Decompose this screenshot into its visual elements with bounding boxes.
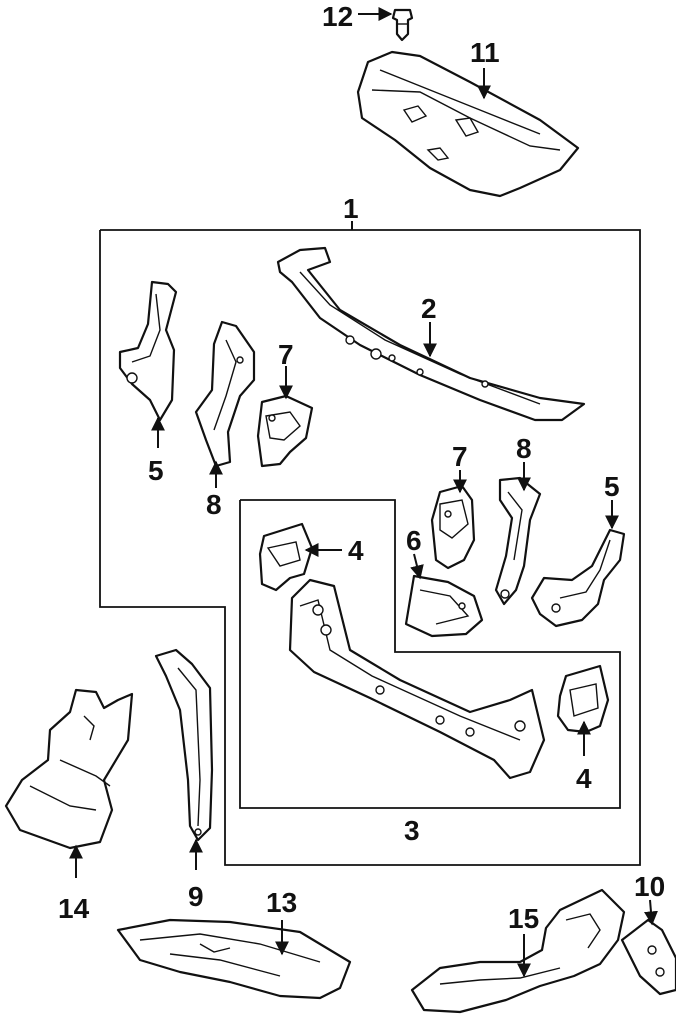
part-3-lower-tie-bar — [288, 578, 546, 780]
leader-10 — [643, 899, 658, 926]
part-13-lower-shield — [116, 918, 352, 1000]
callout-5a: 5 — [148, 455, 164, 486]
part-2-upper-tie-bar — [276, 246, 586, 422]
part-8-left-bracket — [194, 320, 256, 468]
part-7-left-latch-bracket — [256, 394, 314, 468]
callout-5b: 5 — [604, 471, 620, 502]
part-5-left-bracket — [118, 280, 178, 422]
callout-7a: 7 — [278, 339, 294, 370]
part-7-right-latch-bracket — [430, 484, 476, 570]
callout-15: 15 — [508, 903, 539, 934]
part-5-right-bracket — [530, 528, 626, 628]
part-6-bracket — [404, 574, 484, 638]
callout-14: 14 — [58, 893, 90, 924]
assembly-1-frame — [99, 229, 641, 866]
callout-7b: 7 — [452, 441, 468, 472]
callout-4b: 4 — [576, 763, 592, 794]
callout-2: 2 — [421, 293, 437, 324]
assembly-3-frame — [239, 499, 621, 809]
part-15-right-air-guide — [410, 888, 626, 1014]
part-14-left-air-guide — [4, 688, 134, 850]
callout-10: 10 — [634, 871, 665, 902]
callout-3: 3 — [404, 815, 420, 846]
callout-13: 13 — [266, 887, 297, 918]
part-10-bracket — [620, 918, 676, 996]
callout-12: 12 — [322, 1, 353, 32]
part-8-right-bracket — [494, 476, 542, 606]
leader-6 — [410, 553, 424, 580]
callout-8a: 8 — [206, 489, 222, 520]
callout-11: 11 — [470, 37, 500, 68]
part-12-clip — [391, 8, 414, 42]
part-4-left-support — [258, 522, 314, 592]
callout-4a: 4 — [348, 535, 364, 566]
part-9-support-pillar — [154, 648, 214, 842]
callout-8b: 8 — [516, 433, 532, 464]
callout-1: 1 — [343, 193, 359, 224]
part-11-upper-cover — [356, 50, 580, 198]
callout-9: 9 — [188, 881, 204, 912]
callout-6: 6 — [406, 525, 422, 556]
